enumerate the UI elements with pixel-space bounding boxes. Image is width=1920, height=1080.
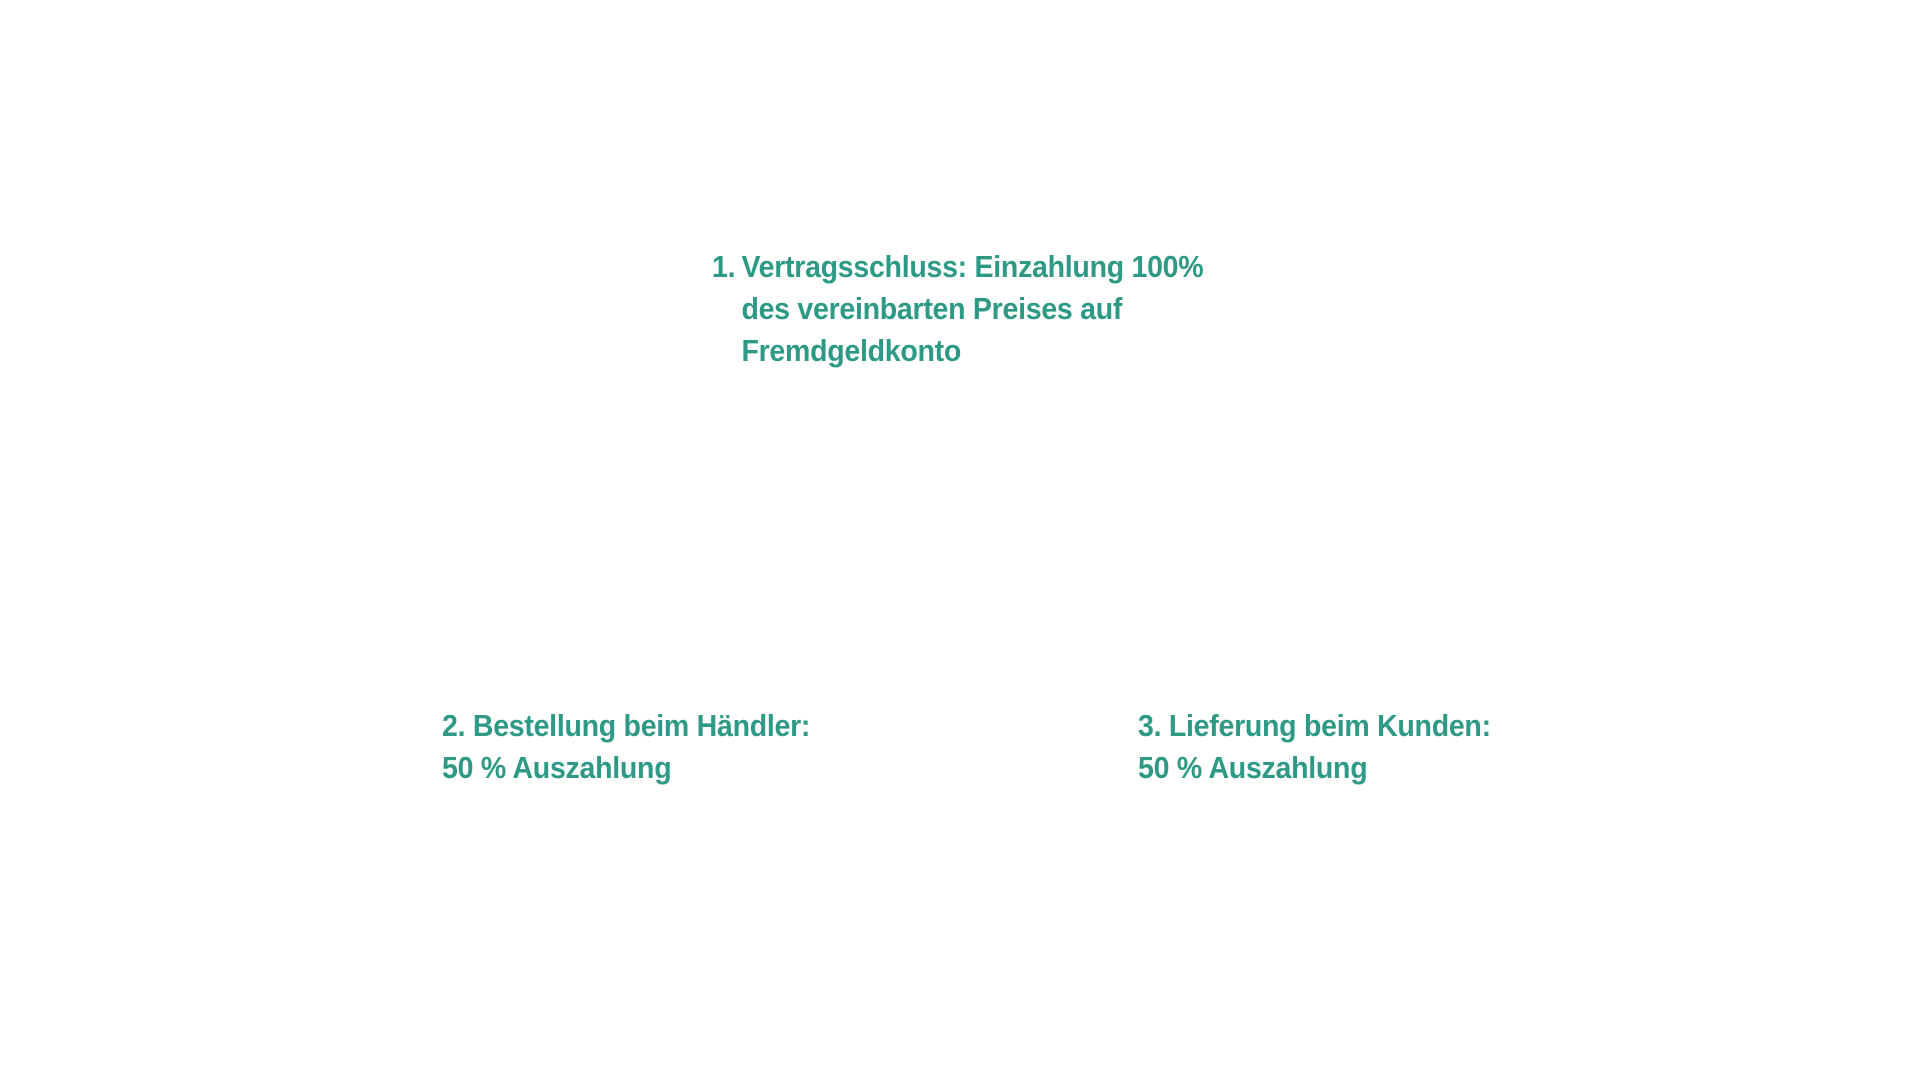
step-2-line-1: 2. Bestellung beim Händler: <box>442 708 811 743</box>
step-3-line-2: 50 % Auszahlung <box>1138 750 1368 785</box>
step-1-line-2: des vereinbarten Preises auf <box>741 291 1123 326</box>
step-2-line-2: 50 % Auszahlung <box>442 750 672 785</box>
step-1-contract-conclusion: 1. Vertragsschluss: Einzahlung 100% des … <box>712 246 1204 372</box>
step-1-number: 1. <box>712 249 736 284</box>
step-1-line-3: Fremdgeldkonto <box>741 333 961 368</box>
step-1-line-1: Vertragsschluss: Einzahlung 100% <box>741 249 1204 284</box>
step-3-line-1: 3. Lieferung beim Kunden: <box>1138 708 1491 743</box>
step-3-delivery-to-customer: 3. Lieferung beim Kunden: 50 % Auszahlun… <box>1138 705 1491 789</box>
step-2-order-at-dealer: 2. Bestellung beim Händler: 50 % Auszahl… <box>442 705 810 789</box>
